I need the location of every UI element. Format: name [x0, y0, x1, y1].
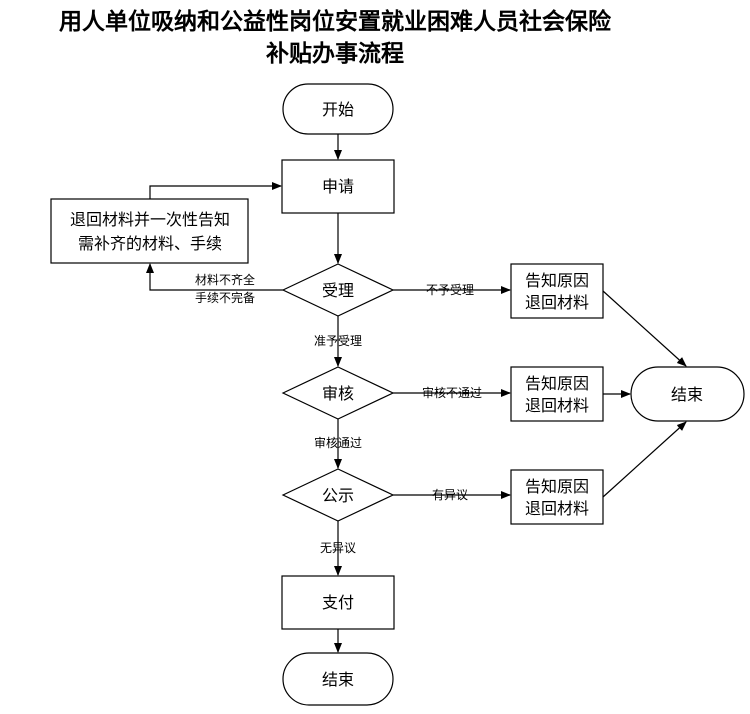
return-materials-node: 退回材料并一次性告知 需补齐的材料、手续: [50, 198, 249, 264]
arrow-notify-1-to-end: [602, 290, 687, 367]
end-node-bottom-label: 结束: [322, 670, 354, 689]
flowchart-title-line-1: 用人单位吸纳和公益性岗位安置就业困难人员社会保险: [59, 8, 611, 35]
edge-label-review-failed: 审核不通过: [422, 385, 482, 400]
end-node-right-label: 结束: [671, 385, 703, 404]
notify-return-2-label-line-2: 退回材料: [525, 396, 589, 415]
edge-label-incomplete-line-2: 手续不完备: [195, 290, 255, 305]
apply-node-label: 申请: [322, 177, 354, 196]
start-node-label: 开始: [322, 100, 354, 119]
notify-return-node-1: 告知原因 退回材料: [510, 263, 604, 319]
review-decision-node: 审核: [281, 366, 395, 420]
return-materials-label-line-2: 需补齐的材料、手续: [78, 234, 222, 253]
arrow-return-materials-to-apply: [149, 182, 282, 199]
notify-return-2-label-line-1: 告知原因: [525, 374, 589, 393]
notify-return-node-2: 告知原因 退回材料: [510, 366, 604, 422]
arrow-notify-3-to-end: [602, 421, 687, 498]
pay-node-label: 支付: [322, 593, 354, 612]
pay-node: 支付: [281, 575, 395, 630]
arrow-accept-to-return-materials: [146, 263, 283, 291]
notify-return-3-label-line-1: 告知原因: [525, 477, 589, 496]
apply-node: 申请: [281, 159, 395, 214]
flowchart-title-line-2: 补贴办事流程: [266, 40, 404, 67]
review-decision-label: 审核: [322, 384, 354, 403]
edge-label-accepted: 准予受理: [314, 334, 362, 348]
notify-return-1-label-line-1: 告知原因: [525, 271, 589, 290]
edge-label-incomplete-line-1: 材料不齐全: [195, 272, 255, 287]
return-materials-label-line-1: 退回材料并一次性告知: [70, 210, 230, 229]
publicize-decision-node: 公示: [281, 468, 395, 522]
edge-label-no-objection: 无异议: [320, 541, 356, 555]
notify-return-1-label-line-2: 退回材料: [525, 293, 589, 312]
edge-label-objection: 有异议: [432, 488, 468, 502]
edge-label-not-accepted: 不予受理: [426, 283, 474, 297]
start-node: 开始: [282, 83, 394, 135]
end-node-bottom: 结束: [282, 652, 394, 706]
end-node-right: 结束: [630, 366, 745, 422]
edge-label-review-passed: 审核通过: [314, 435, 362, 450]
accept-decision-label: 受理: [322, 281, 354, 300]
notify-return-3-label-line-2: 退回材料: [525, 499, 589, 518]
accept-decision-node: 受理: [281, 263, 395, 317]
notify-return-node-3: 告知原因 退回材料: [510, 469, 604, 525]
publicize-decision-label: 公示: [322, 486, 354, 505]
